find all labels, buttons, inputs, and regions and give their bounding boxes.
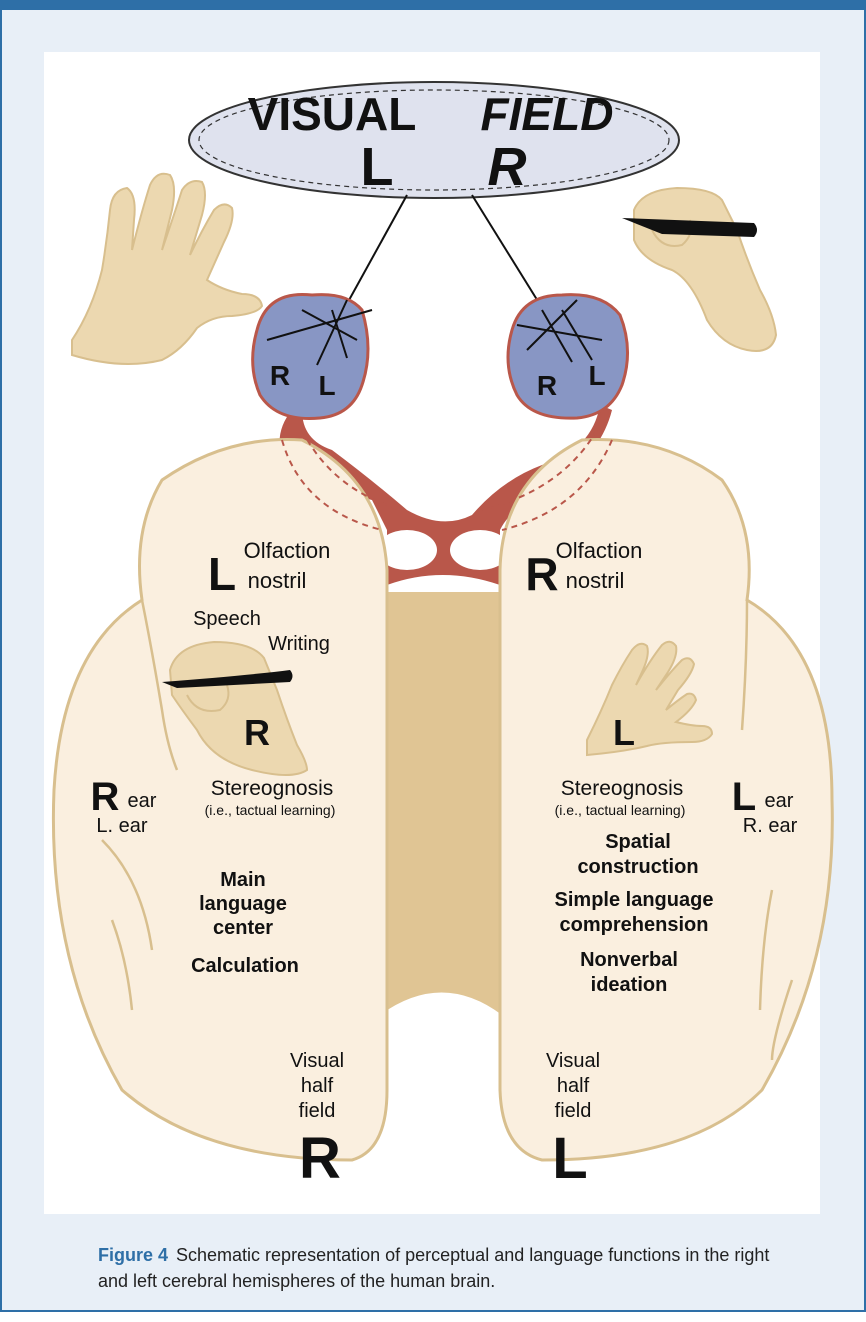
left-ear: ear bbox=[128, 790, 157, 812]
left-visual-letter: R bbox=[299, 1126, 341, 1191]
left-olfaction: Olfaction bbox=[244, 538, 331, 563]
visual-field-left-letter: L bbox=[361, 137, 394, 197]
left-main-2: language bbox=[199, 893, 287, 915]
right-visual-letter: L bbox=[552, 1126, 587, 1191]
right-spatial-1: Spatial bbox=[605, 831, 671, 853]
right-nonverbal-1: Nonverbal bbox=[580, 949, 678, 971]
right-visual-3: field bbox=[555, 1100, 592, 1122]
right-other-ear: R. ear bbox=[743, 815, 798, 837]
right-olfaction: Olfaction bbox=[556, 538, 643, 563]
right-eye-r: R bbox=[537, 370, 557, 401]
left-speech: Speech bbox=[193, 608, 261, 630]
left-tactual: (i.e., tactual learning) bbox=[205, 802, 336, 818]
left-olfaction-letter: L bbox=[208, 548, 236, 600]
left-eye-r: R bbox=[270, 360, 290, 391]
right-simple-2: comprehension bbox=[560, 914, 709, 936]
left-calculation: Calculation bbox=[191, 955, 299, 977]
right-hand-letter: L bbox=[613, 712, 635, 753]
right-visual-1: Visual bbox=[546, 1050, 600, 1072]
corpus-callosum bbox=[380, 592, 502, 1015]
visual-field-title-left: VISUAL bbox=[248, 88, 417, 140]
writing-hand-top-icon bbox=[622, 188, 776, 351]
right-stereognosis: Stereognosis bbox=[561, 777, 684, 800]
figure-caption-text: Schematic representation of perceptual a… bbox=[98, 1245, 769, 1291]
left-other-ear: L. ear bbox=[96, 815, 147, 837]
left-stereognosis: Stereognosis bbox=[211, 777, 334, 800]
right-simple-1: Simple language bbox=[555, 889, 714, 911]
visual-field-title-right: FIELD bbox=[481, 88, 614, 140]
right-ear: ear bbox=[765, 790, 794, 812]
figure-number: Figure 4 bbox=[98, 1245, 168, 1265]
left-main-1: Main bbox=[220, 869, 266, 891]
right-olfaction-letter: R bbox=[525, 548, 558, 600]
visual-field-right-letter: R bbox=[488, 137, 527, 197]
right-visual-2: half bbox=[557, 1075, 590, 1097]
right-ear-letter: L bbox=[732, 775, 756, 819]
left-ear-letter: R bbox=[91, 775, 120, 819]
left-visual-1: Visual bbox=[290, 1050, 344, 1072]
right-nostril: nostril bbox=[566, 568, 625, 593]
brain-diagram: VISUAL FIELD L R R L R L bbox=[2, 10, 866, 1322]
left-visual-2: half bbox=[301, 1075, 334, 1097]
open-hand-icon bbox=[72, 174, 262, 364]
left-visual-3: field bbox=[299, 1100, 336, 1122]
right-nonverbal-2: ideation bbox=[591, 974, 668, 996]
left-eye bbox=[253, 294, 368, 418]
left-nostril: nostril bbox=[248, 568, 307, 593]
right-tactual: (i.e., tactual learning) bbox=[555, 802, 686, 818]
right-eye-l: L bbox=[588, 360, 605, 391]
left-main-3: center bbox=[213, 917, 273, 939]
left-hand-letter: R bbox=[244, 712, 270, 753]
left-eye-l: L bbox=[318, 370, 335, 401]
right-spatial-2: construction bbox=[577, 856, 698, 878]
left-writing: Writing bbox=[268, 633, 330, 655]
